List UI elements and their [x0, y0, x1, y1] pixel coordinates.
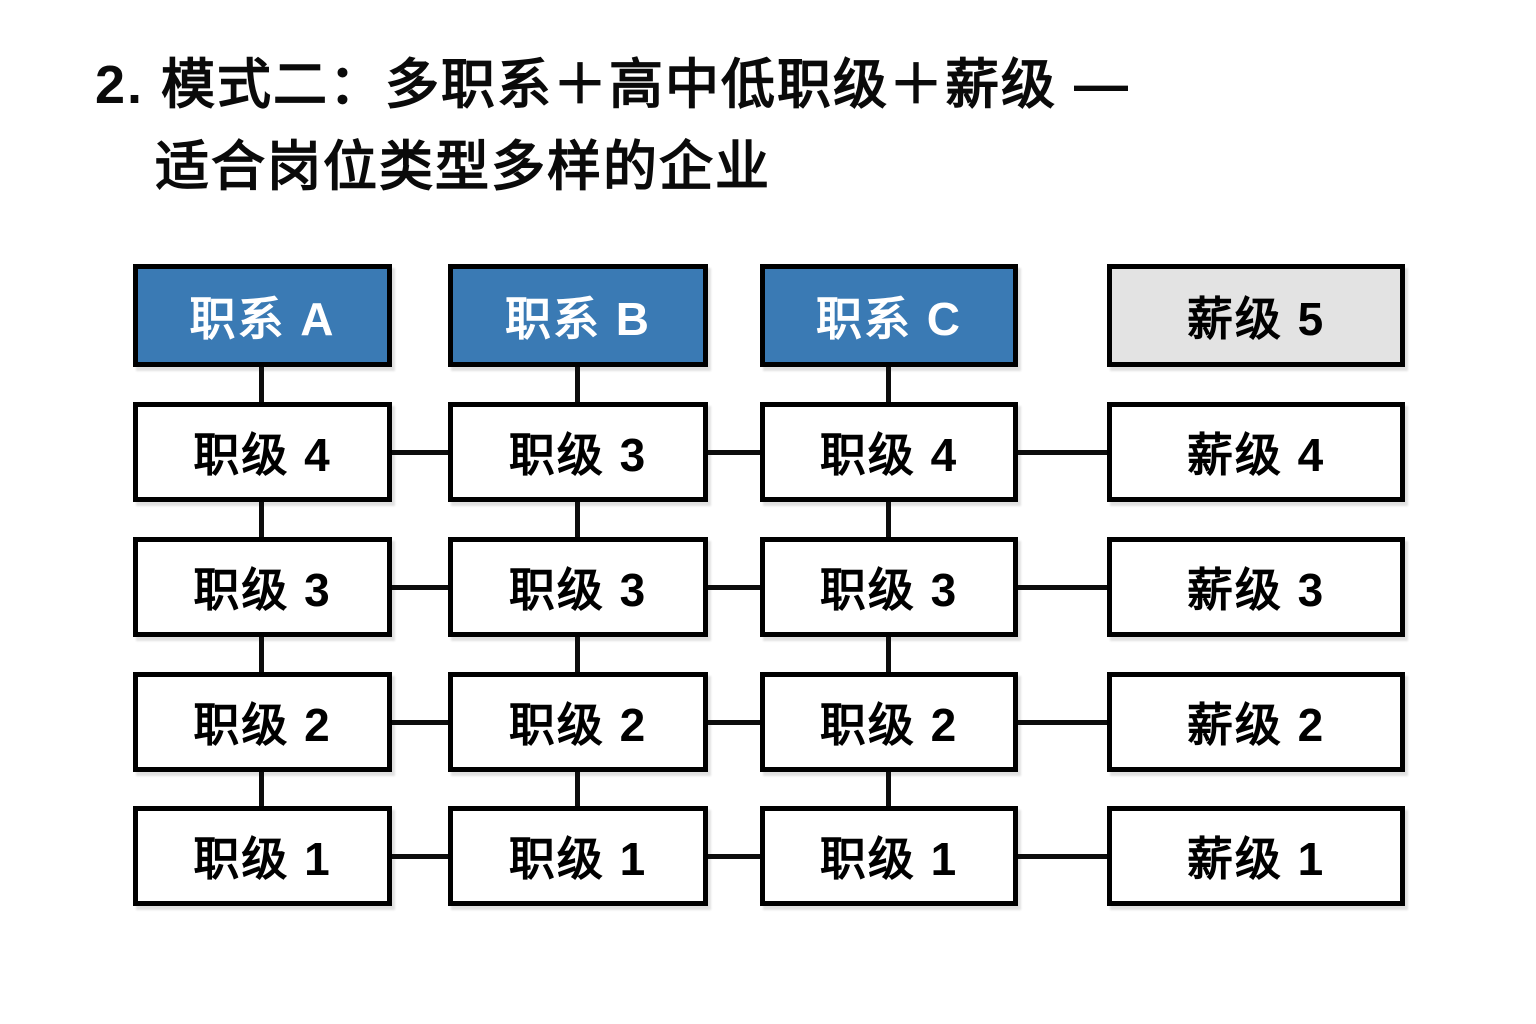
connector-c-row3-row4	[886, 772, 891, 806]
connector-a-row1-row2	[259, 502, 264, 537]
node-family-c-header: 职系 C	[760, 264, 1018, 367]
page-title-line-1: 2. 模式二：多职系＋高中低职级＋薪级 —	[95, 55, 1131, 115]
connector-row4-a-b	[392, 854, 448, 859]
connector-b-row3-row4	[575, 772, 580, 806]
node-family-a-header: 职系 A	[133, 264, 392, 367]
connector-b-row1-row2	[575, 502, 580, 537]
connector-row1-a-b	[392, 450, 448, 455]
connector-a-row3-row4	[259, 772, 264, 806]
connector-row2-a-b	[392, 585, 448, 590]
node-family-c-level-row2: 职级 3	[760, 537, 1018, 637]
node-family-a-level-row1: 职级 4	[133, 402, 392, 502]
connector-b-header-row1	[575, 367, 580, 402]
connector-row2-c-salary	[1018, 585, 1107, 590]
connector-c-row1-row2	[886, 502, 891, 537]
connector-row1-b-c	[708, 450, 760, 455]
node-family-a-level-row2: 职级 3	[133, 537, 392, 637]
connector-a-header-row1	[259, 367, 264, 402]
connector-row3-b-c	[708, 720, 760, 725]
node-family-a-level-row3: 职级 2	[133, 672, 392, 772]
connector-a-row2-row3	[259, 637, 264, 672]
node-salary-grade-2: 薪级 2	[1107, 672, 1405, 772]
connector-row4-c-salary	[1018, 854, 1107, 859]
node-family-b-header: 职系 B	[448, 264, 708, 367]
node-family-b-level-row3: 职级 2	[448, 672, 708, 772]
node-salary-grade-3: 薪级 3	[1107, 537, 1405, 637]
node-family-c-level-row4: 职级 1	[760, 806, 1018, 906]
connector-row4-b-c	[708, 854, 760, 859]
node-family-b-level-row1: 职级 3	[448, 402, 708, 502]
connector-row3-a-b	[392, 720, 448, 725]
node-family-b-level-row4: 职级 1	[448, 806, 708, 906]
node-salary-grade-5: 薪级 5	[1107, 264, 1405, 367]
node-salary-grade-1: 薪级 1	[1107, 806, 1405, 906]
connector-row1-c-salary	[1018, 450, 1107, 455]
node-family-c-level-row3: 职级 2	[760, 672, 1018, 772]
node-family-c-level-row1: 职级 4	[760, 402, 1018, 502]
page-title-line-2: 适合岗位类型多样的企业	[155, 137, 771, 197]
connector-row3-c-salary	[1018, 720, 1107, 725]
connector-c-row2-row3	[886, 637, 891, 672]
connector-b-row2-row3	[575, 637, 580, 672]
node-family-a-level-row4: 职级 1	[133, 806, 392, 906]
node-salary-grade-4: 薪级 4	[1107, 402, 1405, 502]
connector-row2-b-c	[708, 585, 760, 590]
connector-c-header-row1	[886, 367, 891, 402]
node-family-b-level-row2: 职级 3	[448, 537, 708, 637]
